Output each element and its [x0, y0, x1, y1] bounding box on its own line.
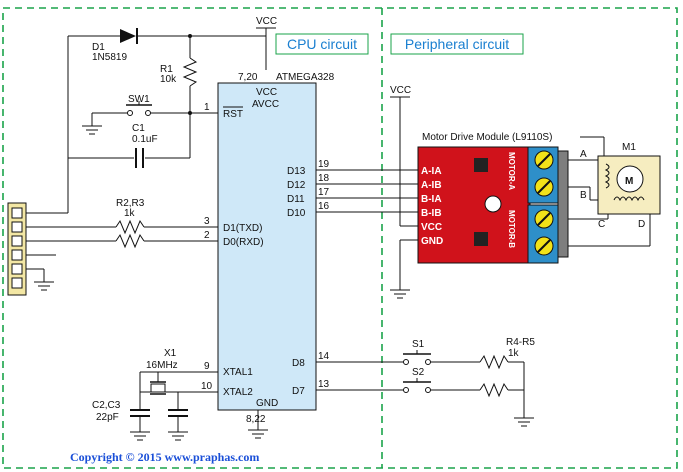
mcu-d12: D12: [287, 180, 306, 191]
vcc-top-label: VCC: [256, 16, 277, 27]
module-title: Motor Drive Module (L9110S): [422, 132, 552, 143]
m1-label: M1: [622, 142, 636, 153]
driver-chip-b: [474, 232, 488, 246]
c1-name: C1: [132, 123, 145, 134]
mcu-xtal2: XTAL2: [223, 387, 253, 398]
r23-name: R2,R3: [116, 198, 145, 209]
switch-s1: [403, 350, 480, 365]
pin-num-xtal1: 9: [204, 361, 210, 372]
c23-name: C2,C3: [92, 400, 121, 411]
mcu-bottom-pins: 8,22: [246, 414, 266, 425]
mcu-d8: D8: [292, 358, 305, 369]
r1-value: 10k: [160, 74, 177, 85]
mounting-hole: [484, 195, 502, 213]
mcu-rxd: D0(RXD): [223, 237, 264, 248]
pin-num-rst: 1: [204, 102, 210, 113]
copyright: Copyright © 2015 www.praphas.com: [70, 450, 259, 464]
mcu-atmega328: [217, 82, 317, 411]
pin-num-txd: 3: [204, 216, 210, 227]
module-pin-a-ib: A-IB: [421, 180, 442, 191]
pin-num-d13: 19: [318, 159, 330, 170]
serial-connector: [7, 202, 27, 296]
mcu-d7: D7: [292, 386, 305, 397]
resistor-r4-r5: [479, 354, 534, 427]
switch-sw1: [82, 101, 152, 135]
terminal-d: D: [638, 219, 645, 230]
vcc-periph-label: VCC: [390, 85, 411, 96]
pin-num-d11: 17: [318, 187, 330, 198]
resistor-r2-r3: [115, 219, 218, 249]
mcu-txd: D1(TXD): [223, 223, 262, 234]
peripheral-header-box: [390, 33, 524, 55]
driver-chip-a: [474, 158, 488, 172]
s2-label: S2: [412, 367, 425, 378]
pin-num-d12: 18: [318, 173, 330, 184]
module-pin-gnd: GND: [421, 236, 443, 247]
sw1-label: SW1: [128, 94, 150, 105]
mcu-vcc: VCC: [256, 87, 277, 98]
r1-name: R1: [160, 64, 173, 75]
mcu-rst: RST: [223, 109, 243, 120]
pin-num-d7: 13: [318, 379, 330, 390]
outer-frame: [2, 7, 678, 469]
mcu-d13: D13: [287, 166, 306, 177]
terminal-c: C: [598, 219, 605, 230]
capacitors-c2-c3: [130, 372, 188, 441]
peripheral-header: Peripheral circuit: [405, 36, 509, 52]
crystal-x1: [150, 372, 166, 395]
mcu-name: ATMEGA328: [276, 72, 335, 83]
d1-name: D1: [92, 42, 105, 53]
module-pin-a-ia: A-IA: [421, 166, 442, 177]
switch-s2: [403, 378, 480, 393]
r45-name: R4-R5: [506, 337, 535, 348]
c1-value: 0.1uF: [132, 134, 158, 145]
mcu-gnd: GND: [256, 398, 278, 409]
screw-terminals: [527, 146, 569, 264]
s1-label: S1: [412, 339, 425, 350]
cpu-header: CPU circuit: [287, 36, 357, 52]
r23-value: 1k: [124, 208, 136, 219]
pin-num-rxd: 2: [204, 230, 210, 241]
motor-b-side-label: MOTOR-B: [507, 210, 516, 248]
capacitor-c1: [68, 148, 190, 168]
pin-num-d10: 16: [318, 201, 330, 212]
mcu-d11: D11: [287, 194, 305, 205]
terminal-b: B: [580, 190, 587, 201]
d1-part: 1N5819: [92, 52, 127, 63]
motor-symbol: [616, 165, 644, 193]
pin-num-xtal2: 10: [201, 381, 213, 392]
motor-symbol-label: M: [625, 176, 633, 187]
x1-name: X1: [164, 348, 177, 359]
mcu-top-pins: 7,20: [238, 72, 258, 83]
mcu-xtal1: XTAL1: [223, 367, 253, 378]
pin-num-d8: 14: [318, 351, 330, 362]
x1-value: 16MHz: [146, 360, 178, 371]
terminal-a: A: [580, 149, 587, 160]
resistor-r1: [182, 36, 198, 158]
mcu-avcc: AVCC: [252, 99, 279, 110]
module-pin-b-ia: B-IA: [421, 194, 442, 205]
r45-value: 1k: [508, 348, 520, 359]
motor-a-side-label: MOTOR-A: [507, 152, 516, 190]
module-pin-vcc: VCC: [421, 222, 442, 233]
diode-d1: [67, 28, 150, 178]
c23-value: 22pF: [96, 412, 119, 423]
mcu-d10: D10: [287, 208, 306, 219]
cpu-header-box: [275, 33, 369, 55]
module-pin-b-ib: B-IB: [421, 208, 442, 219]
